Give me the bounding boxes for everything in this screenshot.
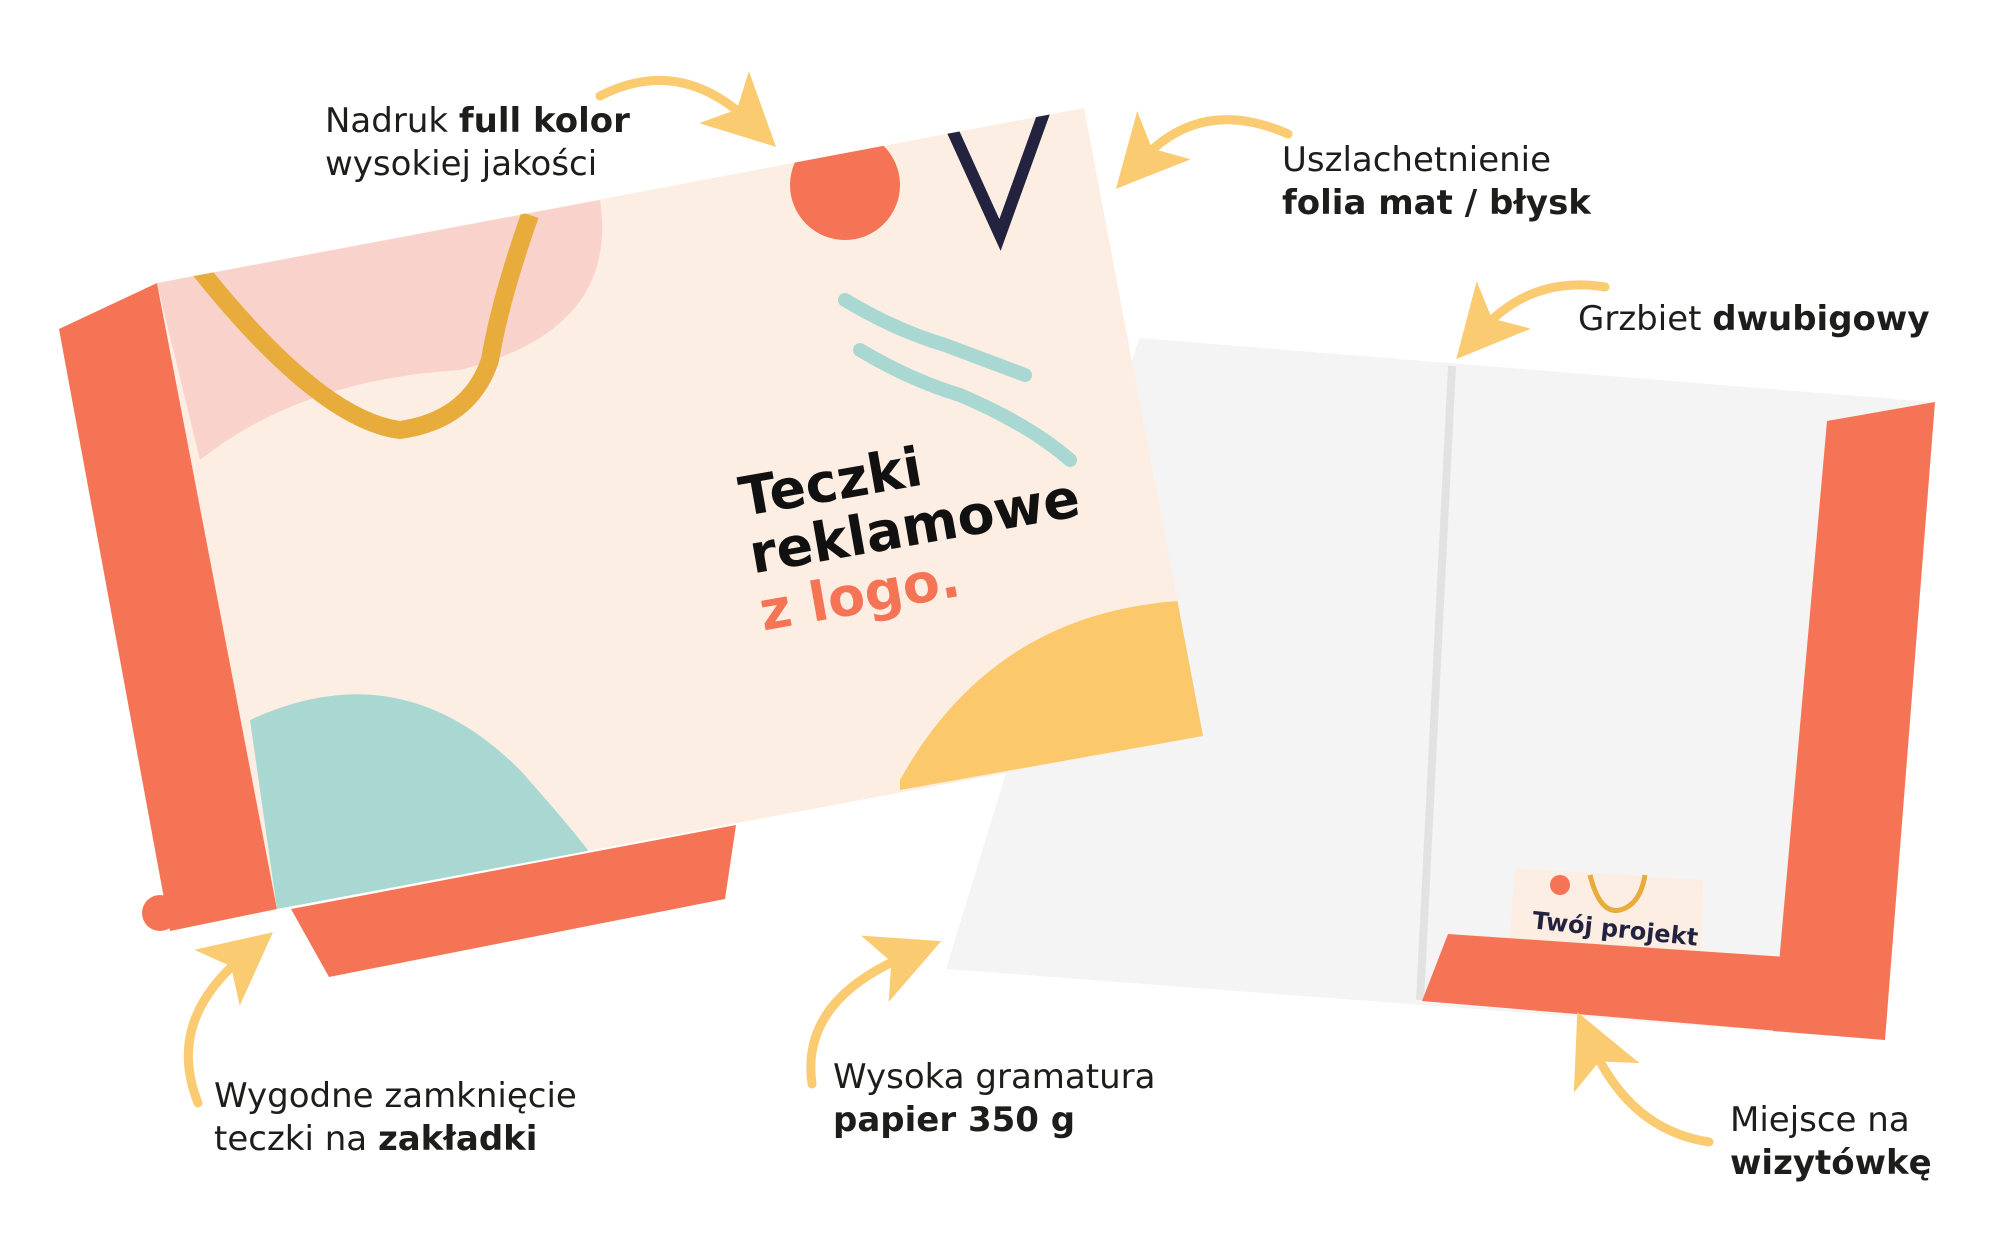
arrow-icon bbox=[806, 935, 942, 1089]
arrow-icon bbox=[1573, 1012, 1714, 1147]
label-print: Nadruk full kolor wysokiej jakości bbox=[325, 100, 630, 186]
arrows bbox=[183, 71, 1714, 1147]
card-pocket bbox=[1422, 934, 1786, 1031]
label-text: Nadruk bbox=[325, 101, 459, 141]
arrow-icon bbox=[183, 932, 273, 1108]
label-text: teczki na bbox=[214, 1119, 378, 1159]
label-text: Uszlachetnienie bbox=[1282, 140, 1552, 180]
label-bold: full kolor bbox=[458, 101, 630, 141]
left-flap bbox=[59, 283, 277, 931]
label-finish: Uszlachetnienie folia mat / błysk bbox=[1282, 139, 1591, 225]
folder-cover bbox=[59, 108, 1203, 977]
label-spine: Grzbiet dwubigowy bbox=[1578, 298, 1929, 341]
label-text: Wygodne zamknięcie bbox=[214, 1076, 577, 1116]
label-bold: folia mat / błysk bbox=[1282, 183, 1591, 223]
label-bold: dwubigowy bbox=[1712, 299, 1930, 339]
label-text: Wysoka gramatura bbox=[833, 1057, 1156, 1097]
arrow-icon bbox=[1456, 280, 1610, 360]
arrow-icon bbox=[1115, 111, 1293, 189]
label-text: Grzbiet bbox=[1578, 299, 1713, 339]
label-bold: papier 350 g bbox=[833, 1100, 1076, 1140]
open-folder-inside bbox=[946, 338, 1935, 1040]
right-flap bbox=[1773, 402, 1935, 1040]
label-bold: zakładki bbox=[377, 1119, 538, 1159]
label-card-slot: Miejsce na wizytówkę bbox=[1730, 1099, 1932, 1185]
label-text: Miejsce na bbox=[1730, 1100, 1910, 1140]
closure-tab bbox=[291, 825, 736, 977]
spine-crease bbox=[1416, 365, 1456, 1001]
label-closure: Wygodne zamknięcie teczki na zakładki bbox=[214, 1075, 577, 1161]
label-paper: Wysoka gramatura papier 350 g bbox=[833, 1056, 1155, 1142]
arrow-icon bbox=[595, 71, 777, 147]
label-bold: wizytówkę bbox=[1730, 1143, 1932, 1183]
label-text: wysokiej jakości bbox=[325, 144, 598, 184]
